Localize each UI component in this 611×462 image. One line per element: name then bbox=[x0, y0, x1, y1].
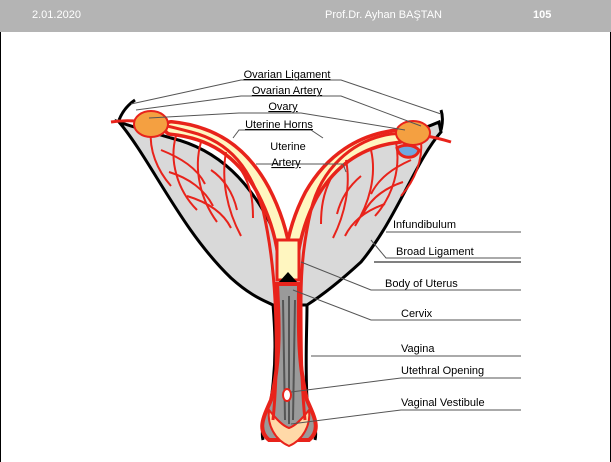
diagram-area: Ovarian Ligament Ovarian Artery Ovary Ut… bbox=[0, 32, 611, 462]
label-uterine-horns: Uterine Horns bbox=[245, 119, 313, 131]
label-vagina: Vagina bbox=[401, 343, 435, 355]
slide-page-number: 105 bbox=[533, 9, 551, 21]
urethral-opening-shape bbox=[283, 389, 291, 401]
label-infundibulum: Infundibulum bbox=[393, 219, 456, 231]
right-ovary-shape bbox=[396, 121, 430, 145]
label-uterine-artery-line2: Artery bbox=[271, 157, 301, 169]
uterus-diagram: Ovarian Ligament Ovarian Artery Ovary Ut… bbox=[1, 32, 611, 462]
label-ovarian-artery: Ovarian Artery bbox=[252, 85, 323, 97]
label-urethral-opening: Utethral Opening bbox=[401, 365, 484, 377]
infundibulum-shape bbox=[397, 145, 419, 157]
label-uterine-artery-line1: Uterine bbox=[270, 141, 305, 153]
label-body-of-uterus: Body of Uterus bbox=[385, 278, 458, 290]
label-vaginal-vestibule: Vaginal Vestibule bbox=[401, 397, 485, 409]
left-outer-outline bbox=[119, 100, 135, 120]
slide-header-bar: 2.01.2020 Prof.Dr. Ayhan BAŞTAN 105 bbox=[0, 0, 611, 32]
label-broad-ligament: Broad Ligament bbox=[396, 246, 474, 258]
left-ovary-shape bbox=[134, 111, 168, 137]
label-ovarian-ligament: Ovarian Ligament bbox=[244, 69, 331, 81]
slide-date: 2.01.2020 bbox=[32, 9, 81, 21]
label-cervix: Cervix bbox=[401, 308, 433, 320]
slide-author: Prof.Dr. Ayhan BAŞTAN bbox=[325, 9, 442, 21]
right-outer-outline bbox=[441, 110, 443, 130]
label-ovary: Ovary bbox=[268, 101, 298, 113]
